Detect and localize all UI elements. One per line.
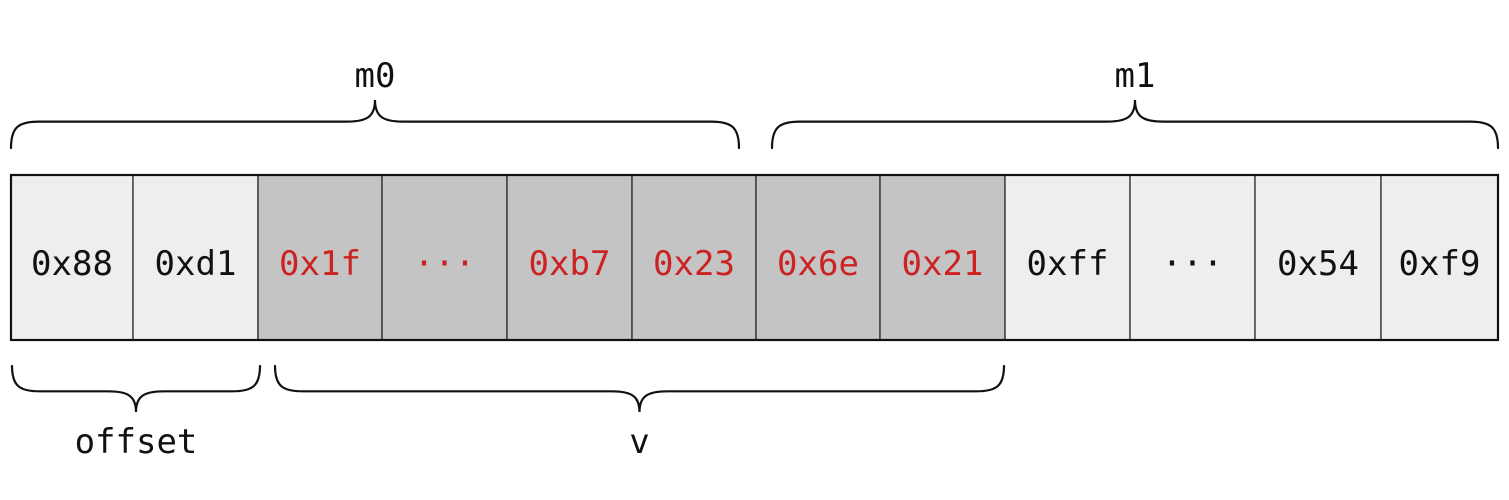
byte-cell: 0x88 — [10, 174, 134, 341]
byte-cell-value: 0x1f — [279, 244, 361, 284]
byte-cell-box — [1380, 174, 1499, 341]
bottom-brace-group: offset — [10, 364, 262, 462]
bottom-braces: offset v — [10, 364, 1006, 462]
top-brace-group: m1 — [770, 56, 1500, 150]
byte-cell-value: 0x6e — [777, 244, 859, 284]
byte-row-border — [9, 173, 1500, 342]
byte-cell: 0xd1 — [132, 174, 259, 341]
byte-cell-value: 0x54 — [1277, 244, 1359, 284]
bottom-brace — [10, 364, 262, 413]
top-brace-label: m1 — [1115, 56, 1156, 96]
top-brace-group: m0 — [9, 56, 741, 150]
byte-cell-box — [879, 174, 1006, 341]
byte-cell-value: 0xd1 — [155, 244, 237, 284]
byte-cell-value: 0xf9 — [1399, 244, 1481, 284]
byte-cell-value: ··· — [414, 244, 475, 284]
top-brace — [9, 99, 741, 150]
byte-cell: ··· — [381, 174, 508, 341]
bottom-brace — [273, 364, 1006, 413]
byte-cell-value: 0xff — [1027, 244, 1109, 284]
byte-cell-box — [631, 174, 757, 341]
byte-cell-value: 0xb7 — [529, 244, 611, 284]
byte-cell: 0xb7 — [506, 174, 633, 341]
byte-cell: 0x54 — [1254, 174, 1382, 341]
top-brace-label: m0 — [355, 56, 396, 96]
byte-cell: 0x1f — [257, 174, 383, 341]
byte-cell-box — [10, 174, 134, 341]
top-braces: m0 m1 — [9, 56, 1500, 150]
byte-cell-box — [1129, 174, 1256, 341]
top-brace — [770, 99, 1500, 150]
byte-cell: 0x23 — [631, 174, 757, 341]
byte-cell-box — [506, 174, 633, 341]
byte-cell: 0x21 — [879, 174, 1006, 341]
byte-cell-value: ··· — [1162, 244, 1223, 284]
byte-cell: 0xff — [1004, 174, 1131, 341]
byte-cell-box — [132, 174, 259, 341]
byte-cell-value: 0x88 — [31, 244, 113, 284]
byte-cells-row: 0x88 0xd1 0x1f ··· 0xb7 0x23 0x6e 0x21 0xff ··· 0x… — [10, 174, 1499, 341]
bottom-brace-label: offset — [75, 422, 198, 462]
byte-cell-box — [381, 174, 508, 341]
bottom-brace-group: v — [273, 364, 1006, 462]
byte-cell: ··· — [1129, 174, 1256, 341]
bottom-brace-label: v — [629, 422, 649, 462]
byte-cell-value: 0x21 — [902, 244, 984, 284]
byte-cell: 0x6e — [755, 174, 881, 341]
byte-cell: 0xf9 — [1380, 174, 1499, 341]
byte-cell-value: 0x23 — [653, 244, 735, 284]
